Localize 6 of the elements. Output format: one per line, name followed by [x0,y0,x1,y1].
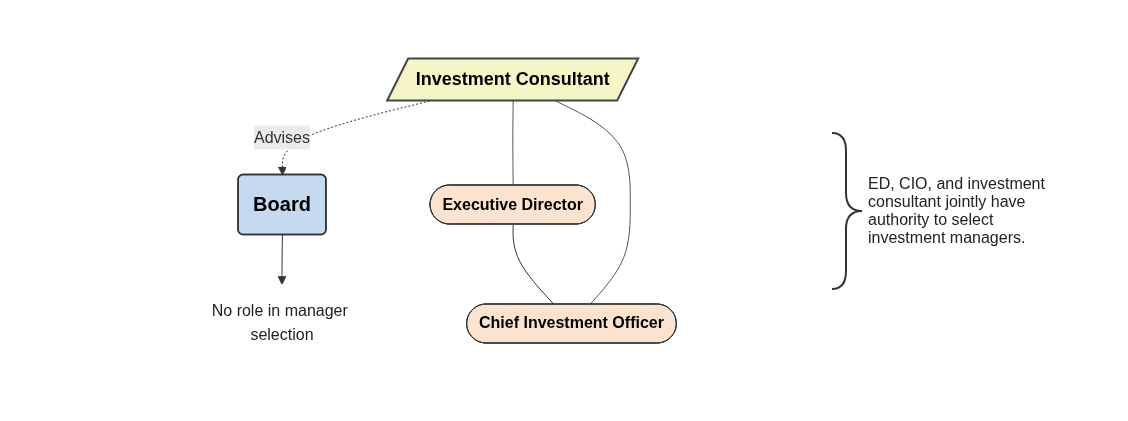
arrow [277,234,287,285]
connector [512,100,514,186]
connector [512,224,555,305]
note-text: ED, CIO, and investment consultant jointly have authority to select investment managers. [868,174,1046,247]
node-text: No role in manager selection [211,302,348,344]
edge-label: Advises [253,128,310,146]
